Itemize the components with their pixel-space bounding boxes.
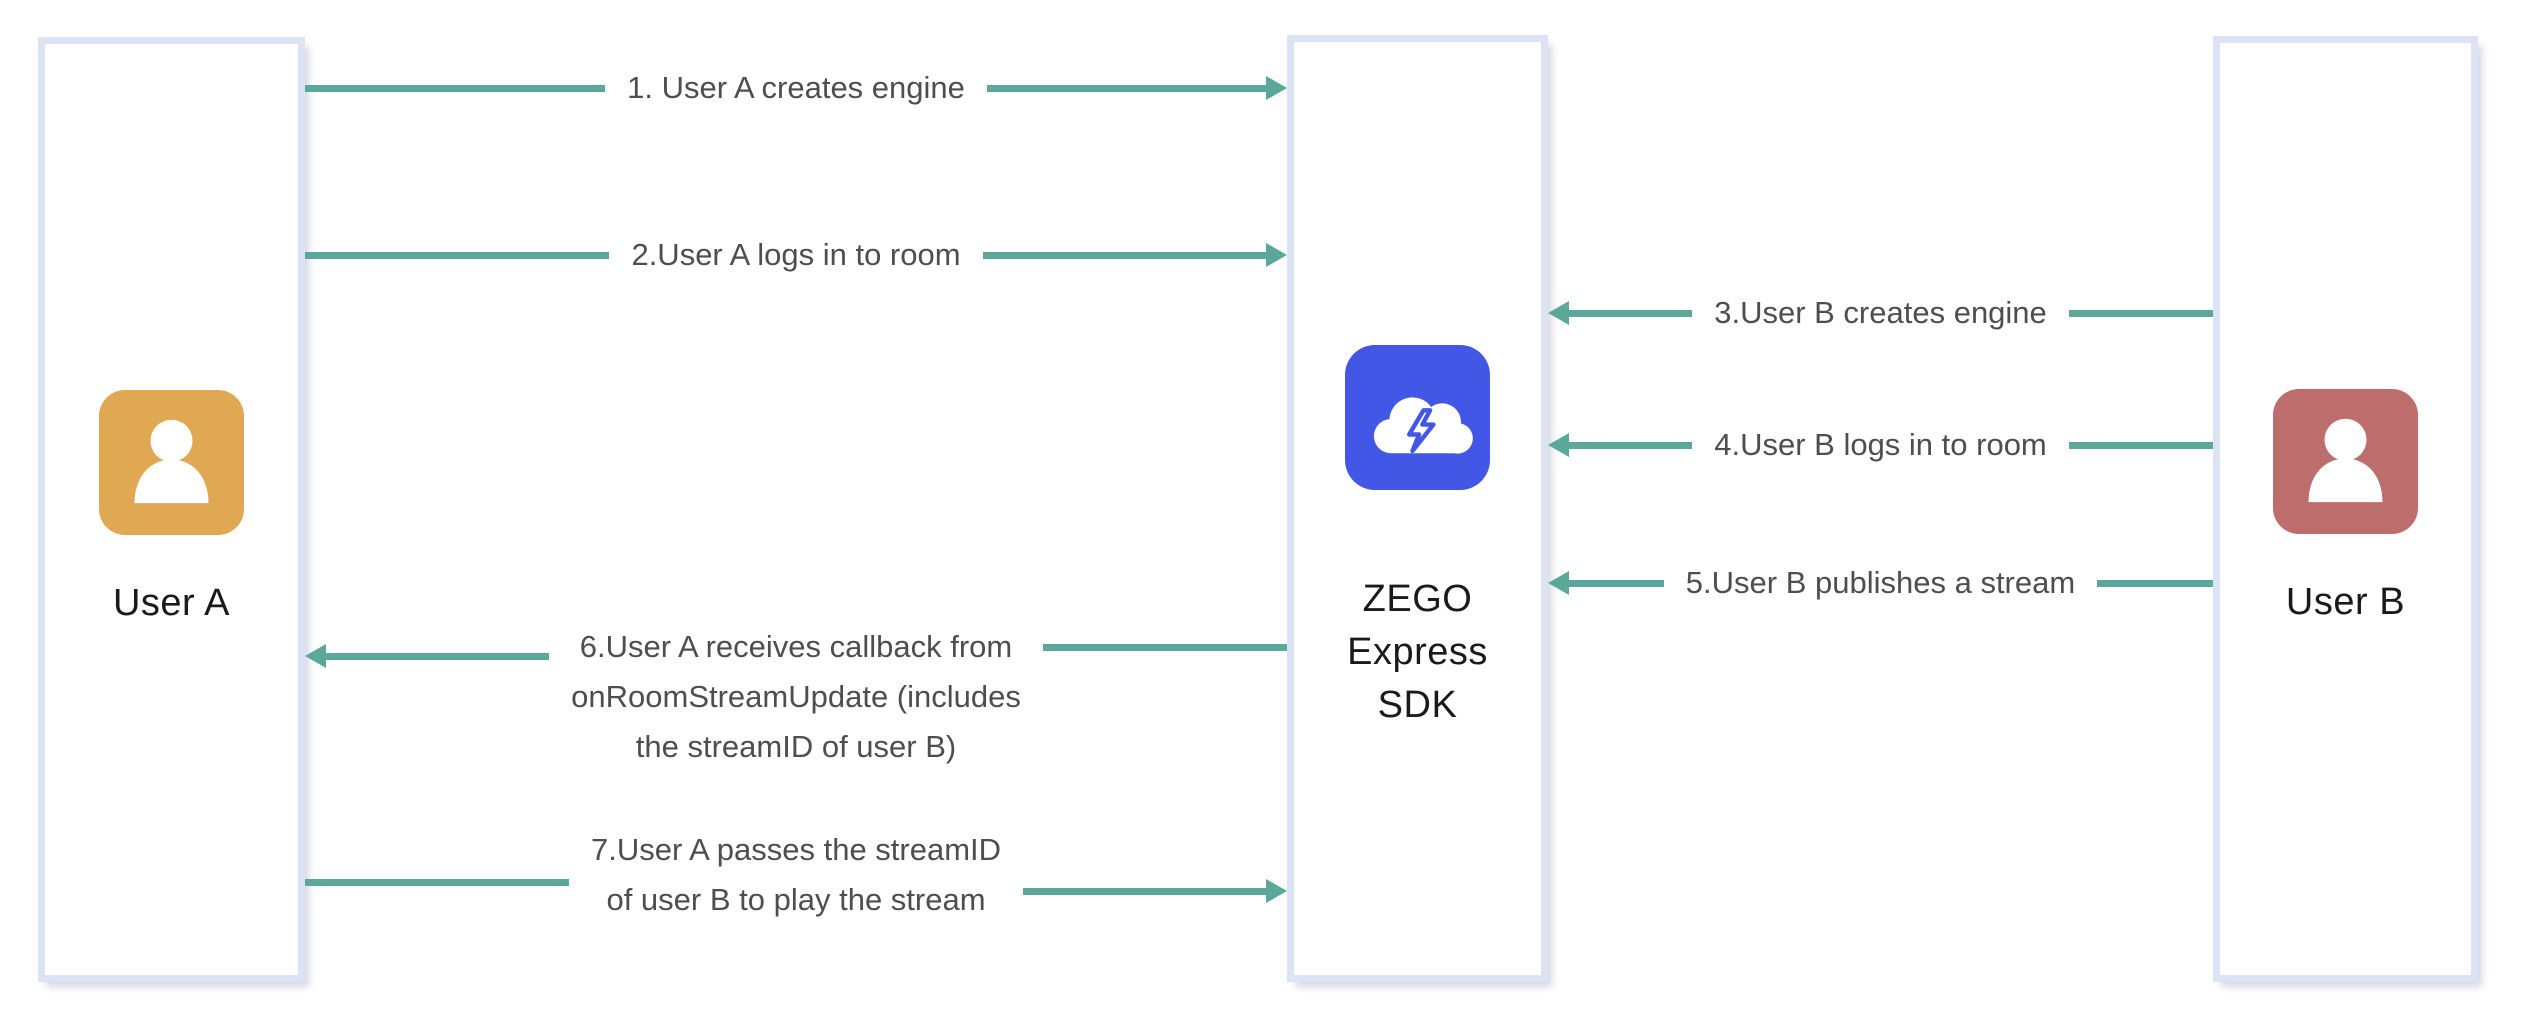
message-6: 6.User A receives callback from onRoomSt…	[305, 622, 1288, 772]
message-7-line-left	[305, 879, 569, 886]
message-1-line-right	[986, 76, 1288, 100]
message-3: 3.User B creates engine	[1548, 288, 2214, 338]
person-icon	[2273, 389, 2418, 534]
message-5: 5.User B publishes a stream	[1548, 558, 2213, 608]
actor-box-user-b: User B	[2213, 36, 2478, 982]
message-5-line-right	[2097, 579, 2213, 587]
arrowhead-left-icon	[1548, 571, 1569, 595]
message-6-line-right	[1042, 644, 1288, 651]
message-4-line-right	[2068, 441, 2213, 449]
message-6-label: 6.User A receives callback from onRoomSt…	[571, 629, 1021, 764]
actor-box-sdk: ZEGO Express SDK	[1287, 35, 1548, 982]
message-3-line-right	[2068, 309, 2214, 317]
arrowhead-right-icon	[1266, 76, 1288, 100]
arrowhead-right-icon	[1266, 243, 1288, 267]
message-5-label: 5.User B publishes a stream	[1685, 565, 2076, 600]
message-4: 4.User B logs in to room	[1548, 420, 2213, 470]
message-1-label: 1. User A creates engine	[627, 70, 965, 105]
arrowhead-right-icon	[1266, 879, 1288, 903]
person-icon	[99, 390, 244, 535]
message-2: 2.User A logs in to room	[305, 230, 1288, 280]
arrowhead-left-icon	[1548, 301, 1569, 325]
actor-name-sdk: ZEGO Express SDK	[1347, 578, 1488, 726]
user-b-avatar	[2273, 389, 2418, 534]
cloud-lightning-icon	[1345, 345, 1490, 490]
message-7: 7.User A passes the streamID of user B t…	[305, 825, 1288, 925]
actor-name-user-b: User B	[2285, 581, 2406, 623]
message-1-line-left	[305, 84, 606, 92]
actor-box-user-a: User A	[38, 37, 305, 982]
message-4-line-left	[1548, 433, 1693, 457]
user-a-avatar	[99, 389, 244, 535]
message-5-line-left	[1548, 571, 1664, 595]
message-3-label: 3.User B creates engine	[1714, 295, 2047, 330]
message-6-line-left	[305, 644, 550, 668]
message-2-line-right	[982, 243, 1288, 267]
message-2-line-left	[305, 251, 610, 259]
arrowhead-left-icon	[1548, 433, 1569, 457]
message-4-label: 4.User B logs in to room	[1714, 427, 2047, 462]
arrowhead-left-icon	[305, 644, 326, 668]
message-3-line-left	[1548, 301, 1693, 325]
message-2-label: 2.User A logs in to room	[631, 237, 961, 272]
message-7-line-right	[1023, 879, 1288, 903]
message-7-label: 7.User A passes the streamID of user B t…	[590, 832, 1002, 917]
actor-name-user-a: User A	[112, 581, 231, 624]
message-1: 1. User A creates engine	[305, 63, 1288, 113]
